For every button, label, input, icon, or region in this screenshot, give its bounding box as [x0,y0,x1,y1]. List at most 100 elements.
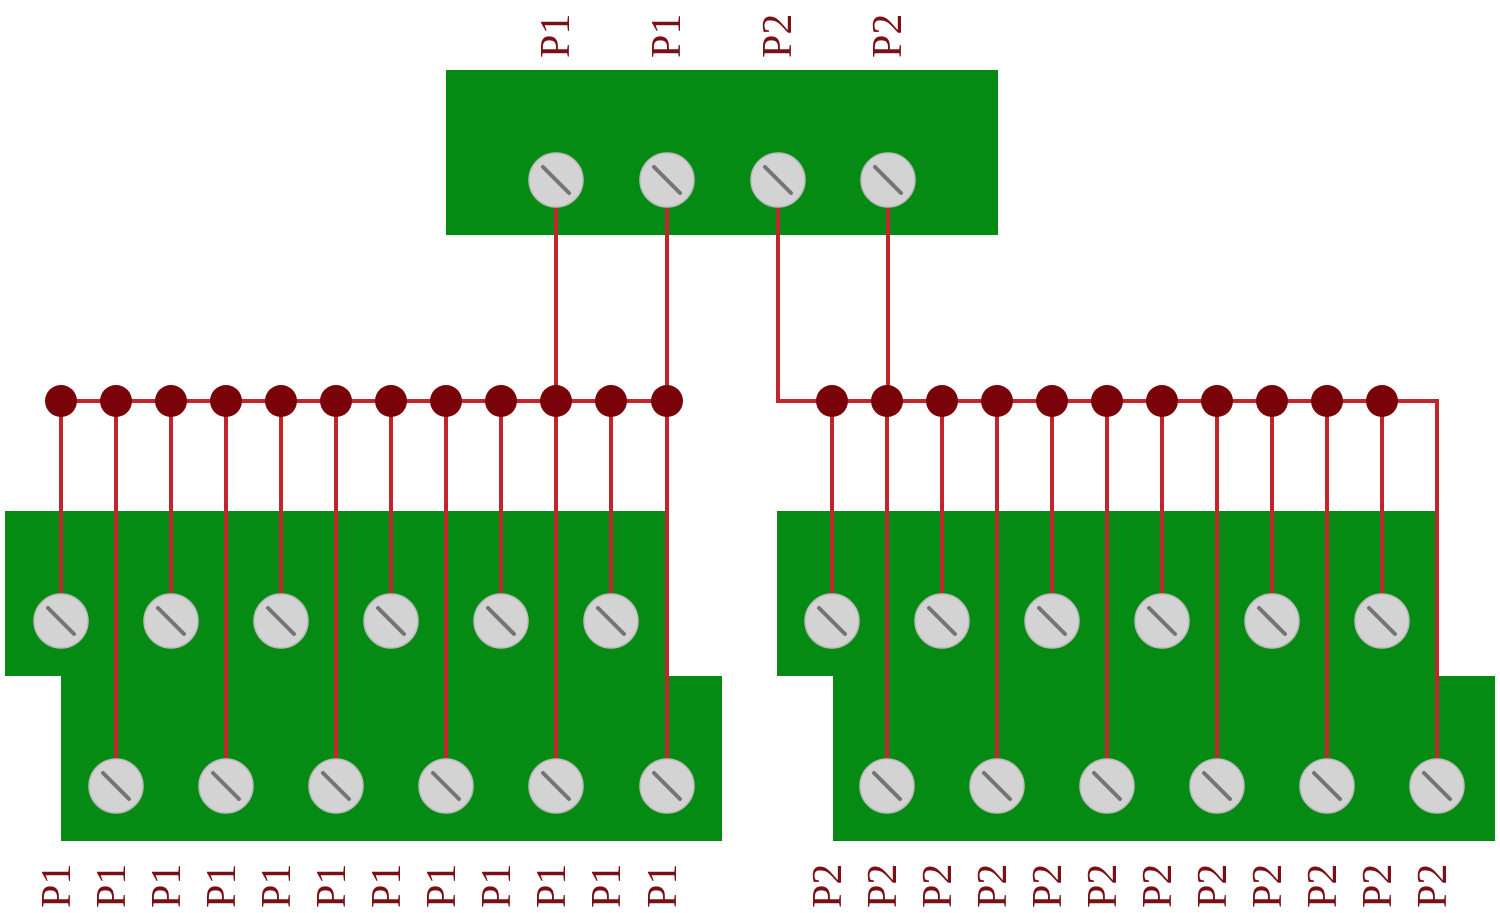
junction-node-p2 [926,385,958,417]
junction-node-p1 [651,385,683,417]
terminal-label: P2 [1025,864,1071,908]
terminal-label: P2 [1135,864,1181,908]
terminal-label: P2 [1355,864,1401,908]
right-lower-screw-terminal [1299,758,1355,814]
terminal-label: P1 [529,864,575,908]
screw-slot [872,771,902,801]
screw-slot [1312,771,1342,801]
right-upper-screw-terminal [1134,593,1190,649]
screw-slot [1257,606,1287,636]
terminal-label: P1 [533,14,579,58]
junction-node-p2 [1146,385,1178,417]
terminal-label: P2 [915,864,961,908]
right-upper-screw-terminal [1244,593,1300,649]
terminal-label: P2 [1245,864,1291,908]
terminal-label: P2 [755,14,801,58]
terminal-label: P2 [860,864,906,908]
screw-slot [321,771,351,801]
terminal-label: P2 [805,864,851,908]
screw-slot [541,165,571,195]
terminal-label: P2 [1190,864,1236,908]
screw-slot [541,771,571,801]
right-lower-terminal-board [833,676,1495,841]
terminal-label: P1 [89,864,135,908]
left-lower-screw-terminal [308,758,364,814]
junction-node-p2 [1256,385,1288,417]
terminal-label: P2 [970,864,1016,908]
top-screw-terminal [639,152,695,208]
right-lower-screw-terminal [1079,758,1135,814]
left-lower-screw-terminal [418,758,474,814]
right-lower-screw-terminal [1409,758,1465,814]
right-upper-screw-terminal [914,593,970,649]
screw-slot [1092,771,1122,801]
terminal-label: P1 [309,864,355,908]
left-lower-screw-terminal [528,758,584,814]
junction-node-p1 [45,385,77,417]
terminal-label: P1 [254,864,300,908]
screw-slot [211,771,241,801]
screw-slot [486,606,516,636]
left-upper-screw-terminal [33,593,89,649]
terminal-label: P2 [865,14,911,58]
left-lower-screw-terminal [88,758,144,814]
screw-slot [266,606,296,636]
right-upper-screw-terminal [1024,593,1080,649]
junction-node-p1 [155,385,187,417]
screw-slot [101,771,131,801]
junction-node-p1 [595,385,627,417]
screw-slot [1422,771,1452,801]
screw-slot [817,606,847,636]
screw-slot [873,165,903,195]
junction-node-p1 [540,385,572,417]
right-upper-screw-terminal [804,593,860,649]
junction-node-p2 [816,385,848,417]
junction-node-p1 [485,385,517,417]
screw-slot [1367,606,1397,636]
screw-slot [982,771,1012,801]
screw-slot [1147,606,1177,636]
terminal-label: P2 [1410,864,1456,908]
terminal-label: P1 [144,864,190,908]
junction-node-p1 [210,385,242,417]
right-lower-screw-terminal [969,758,1025,814]
terminal-label: P1 [584,864,630,908]
screw-slot [1037,606,1067,636]
left-upper-screw-terminal [143,593,199,649]
top-screw-terminal [528,152,584,208]
right-upper-screw-terminal [1354,593,1410,649]
junction-nodes [45,385,1398,417]
terminal-label: P1 [34,864,80,908]
left-upper-screw-terminal [253,593,309,649]
top-screw-terminal [750,152,806,208]
screw-slot [763,165,793,195]
feed-wire-p2-a [776,180,832,403]
top-terminal-board [446,70,998,235]
terminal-label: P1 [419,864,465,908]
bus-p2 [832,399,1439,786]
left-upper-screw-terminal [583,593,639,649]
screw-terminals [33,152,1465,814]
junction-node-p1 [265,385,297,417]
junction-node-p2 [1091,385,1123,417]
junction-node-p1 [320,385,352,417]
screw-slot [156,606,186,636]
screw-slot [652,165,682,195]
left-upper-screw-terminal [363,593,419,649]
screw-slot [431,771,461,801]
junction-node-p2 [1366,385,1398,417]
junction-node-p1 [100,385,132,417]
terminal-label: P1 [644,14,690,58]
terminal-label: P2 [1300,864,1346,908]
left-lower-terminal-board [61,676,722,841]
terminal-label: P1 [640,864,686,908]
junction-node-p2 [1311,385,1343,417]
junction-node-p2 [1036,385,1068,417]
junction-node-p2 [871,385,903,417]
screw-slot [652,771,682,801]
junction-node-p2 [981,385,1013,417]
right-lower-screw-terminal [1189,758,1245,814]
junction-node-p2 [1201,385,1233,417]
